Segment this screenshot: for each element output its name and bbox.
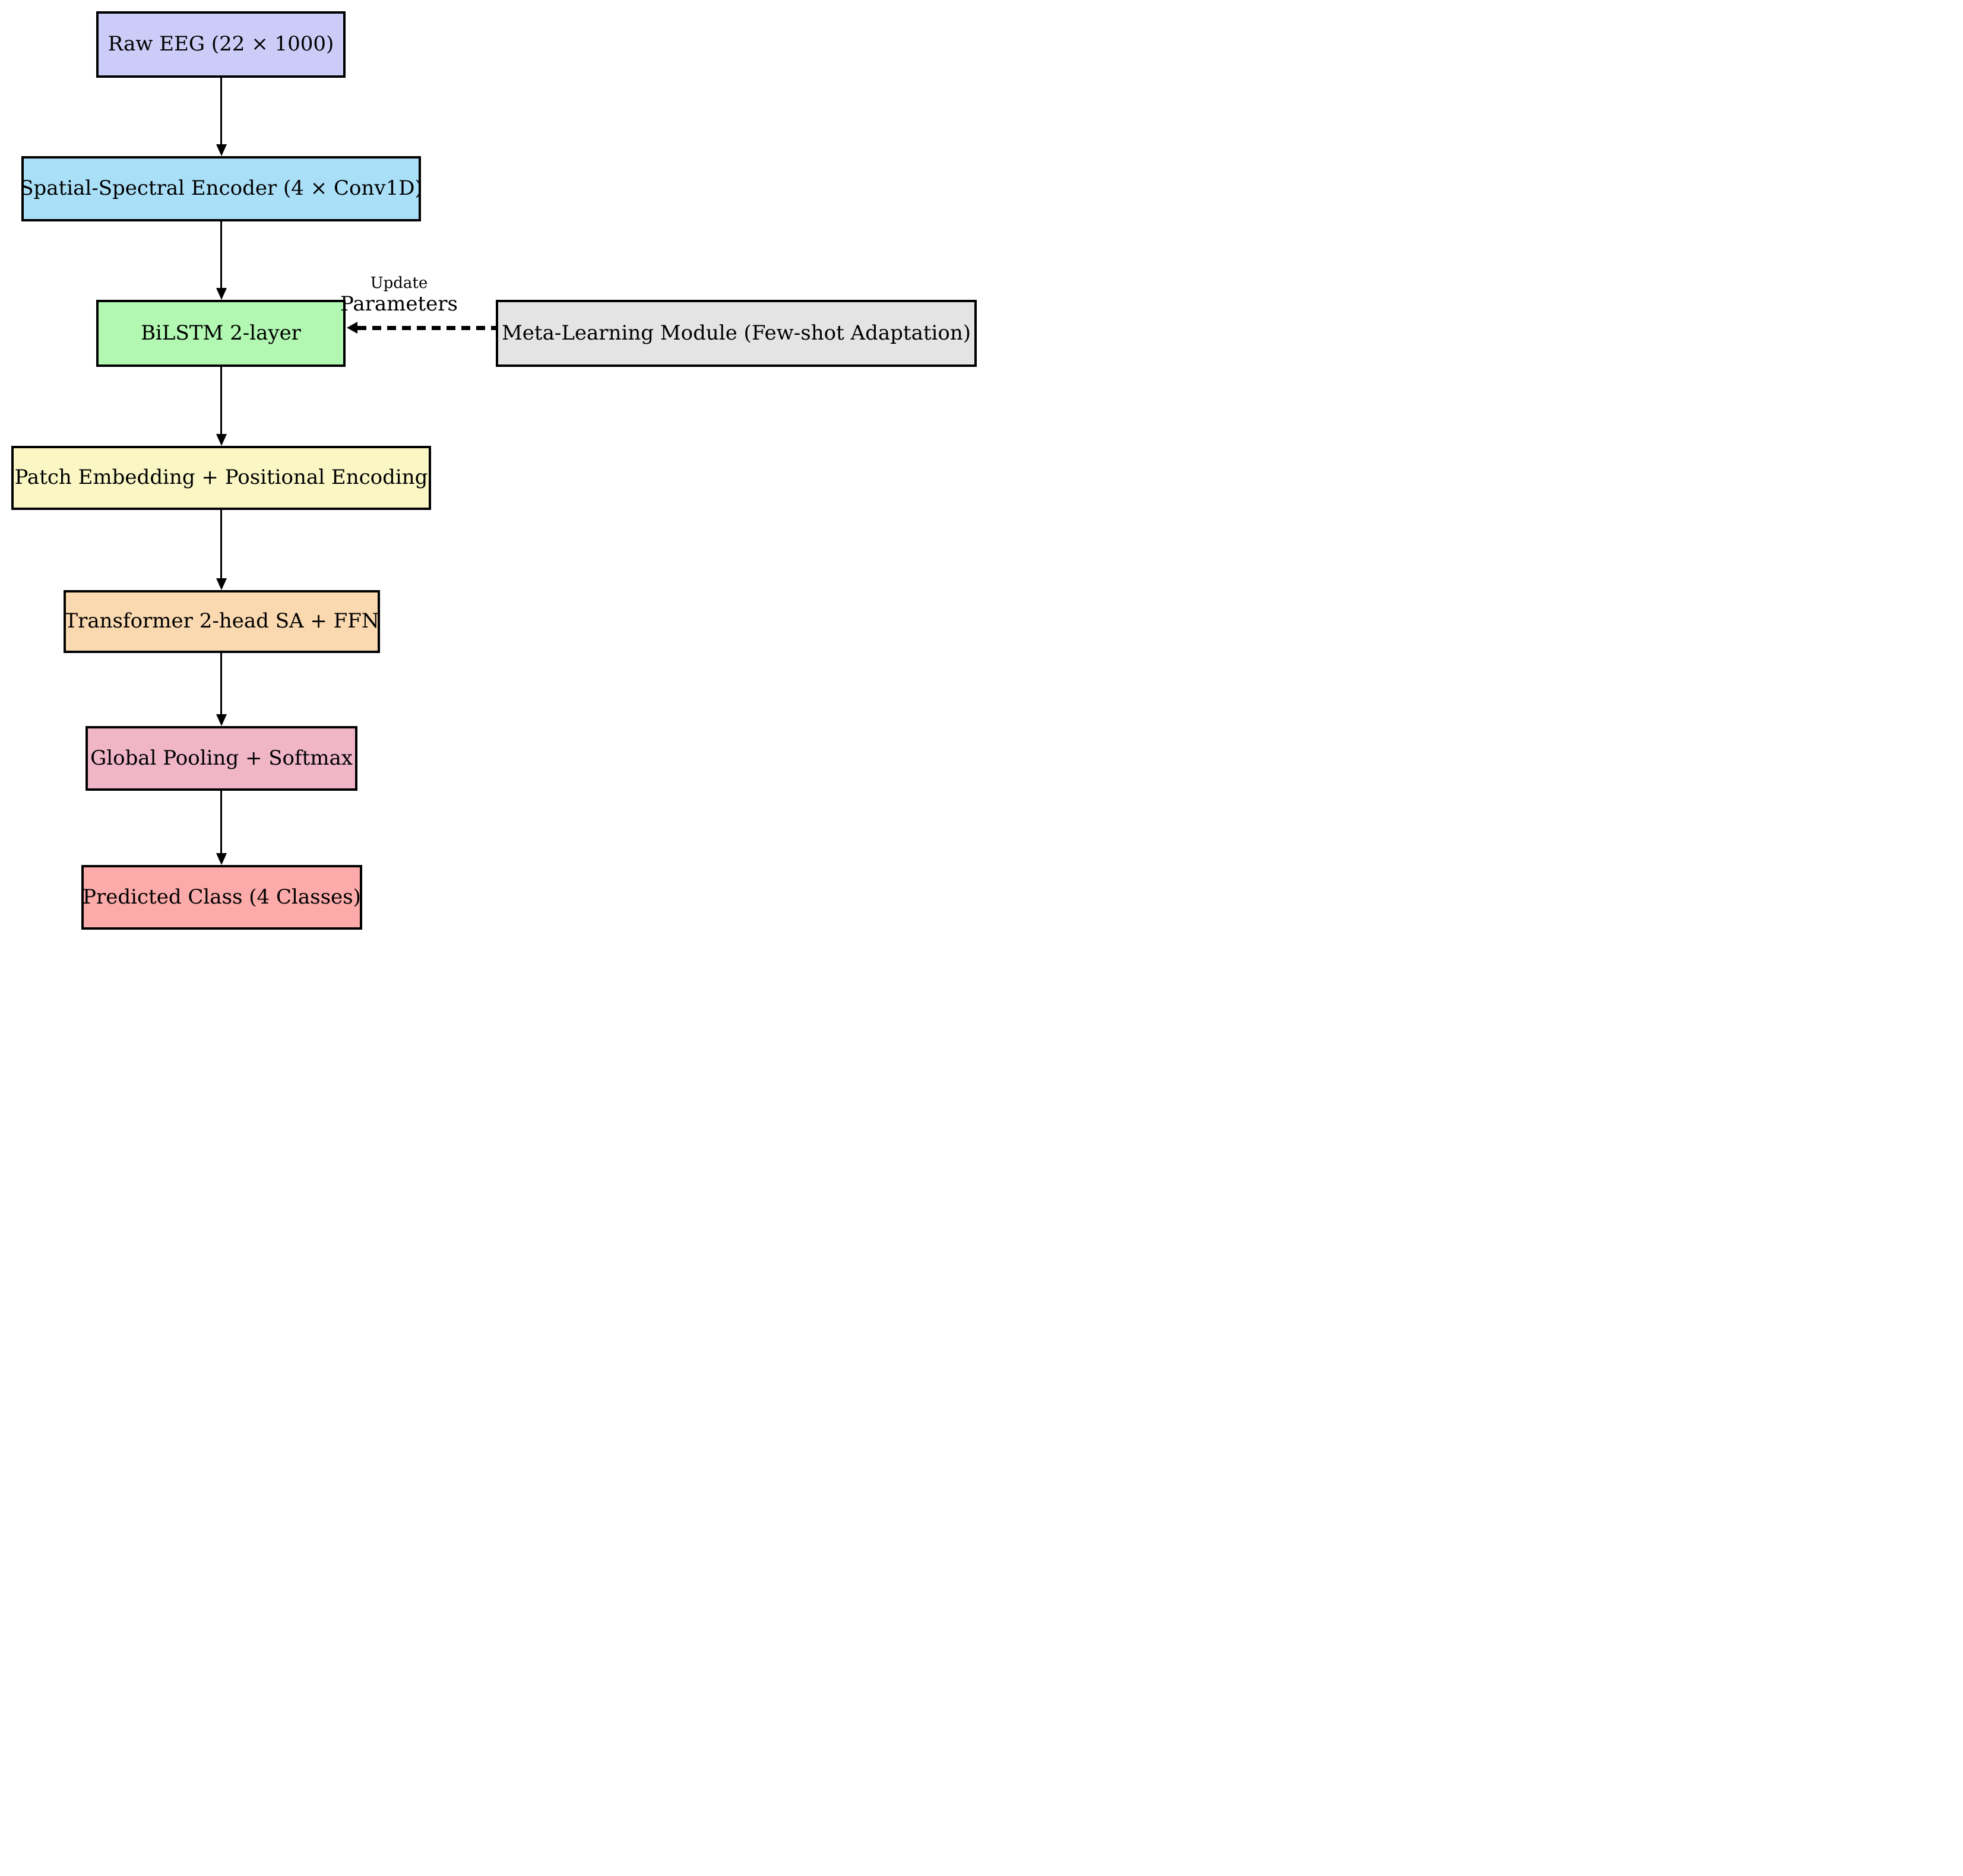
node-raw-eeg-label: Raw EEG (22 × 1000) <box>107 32 334 56</box>
node-meta-learning-module: Meta-Learning Module (Few-shot Adaptatio… <box>496 300 977 367</box>
node-meta-learning-module-label: Meta-Learning Module (Few-shot Adaptatio… <box>501 321 971 345</box>
arrow-raw-to-encoder-head-icon <box>216 144 227 156</box>
arrow-bilstm-to-patch-shaft <box>220 367 222 435</box>
node-transformer-label: Transformer 2-head SA + FFN <box>64 609 379 633</box>
node-global-pooling: Global Pooling + Softmax <box>86 726 357 791</box>
node-patch-embedding-label: Patch Embedding + Positional Encoding <box>14 465 428 490</box>
edge-label-line1: Update <box>370 274 428 292</box>
node-bilstm-label: BiLSTM 2-layer <box>141 321 301 345</box>
arrow-transformer-to-pooling-shaft <box>220 653 222 715</box>
arrow-patch-to-transformer-shaft <box>220 510 222 579</box>
node-patch-embedding: Patch Embedding + Positional Encoding <box>11 446 431 510</box>
node-raw-eeg: Raw EEG (22 × 1000) <box>96 11 346 78</box>
arrow-pooling-to-predicted-head-icon <box>216 853 227 865</box>
node-global-pooling-label: Global Pooling + Softmax <box>90 746 353 770</box>
node-predicted-class-label: Predicted Class (4 Classes) <box>83 885 361 909</box>
arrow-pooling-to-predicted-shaft <box>220 791 222 854</box>
arrow-bilstm-to-patch-head-icon <box>216 434 227 446</box>
node-spatial-spectral-encoder: Spatial-Spectral Encoder (4 × Conv1D) <box>20 156 423 221</box>
arrow-encoder-to-bilstm-shaft <box>220 221 222 289</box>
arrow-raw-to-encoder-shaft <box>220 78 222 145</box>
node-transformer: Transformer 2-head SA + FFN <box>64 590 380 653</box>
flowchart-canvas: Raw EEG (22 × 1000) Spatial-Spectral Enc… <box>0 0 982 938</box>
arrow-transformer-to-pooling-head-icon <box>216 714 227 726</box>
dashed-arrow-meta-to-bilstm-shaft <box>357 326 496 330</box>
arrow-encoder-to-bilstm-head-icon <box>216 288 227 300</box>
node-predicted-class: Predicted Class (4 Classes) <box>81 865 362 930</box>
edge-label-update-parameters: Update Parameters <box>316 274 482 316</box>
dashed-arrow-meta-to-bilstm-head-icon <box>347 322 357 334</box>
arrow-patch-to-transformer-head-icon <box>216 578 227 590</box>
node-spatial-spectral-encoder-label: Spatial-Spectral Encoder (4 × Conv1D) <box>20 176 423 201</box>
edge-label-line2: Parameters <box>340 291 458 316</box>
node-bilstm: BiLSTM 2-layer <box>96 300 346 367</box>
